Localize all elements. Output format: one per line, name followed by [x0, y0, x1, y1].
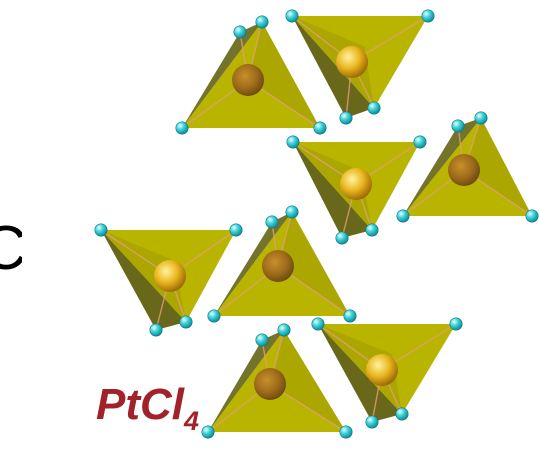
- chlorine-atom: [149, 323, 163, 337]
- chlorine-atom: [285, 9, 299, 23]
- chlorine-atom: [207, 309, 221, 323]
- tetrahedron: [285, 9, 435, 125]
- platinum-atom: [254, 368, 286, 400]
- tetrahedron: [94, 223, 243, 337]
- formula-base: PtCl: [96, 380, 184, 429]
- tetrahedron: [396, 111, 539, 223]
- chlorine-atom: [449, 317, 463, 331]
- formula-subscript: 4: [184, 406, 200, 436]
- tetrahedron-shadow-face: [292, 16, 374, 118]
- chlorine-atom: [365, 415, 379, 429]
- chlorine-atom: [396, 209, 410, 223]
- chlorine-atom: [265, 215, 279, 229]
- chlorine-atom: [255, 15, 269, 29]
- platinum-atom: [340, 168, 372, 200]
- partial-label-text: Cl: [0, 218, 22, 280]
- platinum-atom: [366, 354, 398, 386]
- chlorine-atom: [286, 135, 300, 149]
- chlorine-atom: [179, 315, 193, 329]
- formula-label: PtCl4: [96, 383, 199, 435]
- tetrahedron-shadow-face: [182, 22, 262, 128]
- chlorine-atom: [335, 231, 349, 245]
- chlorine-atom: [175, 121, 189, 135]
- chlorine-atom: [311, 317, 325, 331]
- partial-label: Cl: [0, 218, 22, 280]
- tetrahedron-mid-face: [318, 324, 402, 414]
- tetrahedron-mid-face: [464, 118, 532, 216]
- chlorine-atom: [395, 407, 409, 421]
- tetrahedron: [201, 323, 353, 439]
- chlorine-atom: [233, 25, 247, 39]
- platinum-atom: [154, 260, 186, 292]
- chlorine-atom: [255, 333, 269, 347]
- tetrahedron: [175, 15, 327, 135]
- chlorine-atom: [474, 111, 488, 125]
- tetrahedron-shadow-face: [403, 118, 481, 216]
- chlorine-atom: [421, 9, 435, 23]
- tetrahedron-shadow-face: [214, 212, 292, 316]
- chlorine-atom: [343, 309, 357, 323]
- platinum-atom: [448, 154, 480, 186]
- chlorine-atom: [94, 223, 108, 237]
- chlorine-atom: [313, 121, 327, 135]
- tetrahedron-mid-face: [270, 330, 346, 432]
- chlorine-atom: [201, 425, 215, 439]
- chlorine-atom: [367, 101, 381, 115]
- tetrahedron-shadow-face: [293, 142, 372, 238]
- platinum-atom: [262, 250, 294, 282]
- chlorine-atom: [285, 205, 299, 219]
- chlorine-atom: [365, 223, 379, 237]
- tetrahedron-shadow-face: [101, 230, 186, 330]
- chlorine-atom: [413, 135, 427, 149]
- tetrahedron-mid-face: [278, 212, 350, 316]
- tetrahedron: [286, 135, 427, 245]
- chlorine-atom: [277, 323, 291, 337]
- tetrahedron-mid-face: [293, 142, 372, 230]
- tetrahedron-shadow-face: [318, 324, 402, 422]
- tetrahedron: [207, 205, 357, 323]
- chlorine-atom: [339, 111, 353, 125]
- tetrahedron: [311, 317, 463, 429]
- chlorine-atom: [339, 425, 353, 439]
- platinum-atom: [336, 46, 368, 78]
- chlorine-atom: [451, 119, 465, 133]
- tetrahedron-mid-face: [248, 22, 320, 128]
- platinum-atom: [232, 64, 264, 96]
- tetrahedron-mid-face: [292, 16, 374, 108]
- chlorine-atom: [229, 223, 243, 237]
- chlorine-atom: [525, 209, 539, 223]
